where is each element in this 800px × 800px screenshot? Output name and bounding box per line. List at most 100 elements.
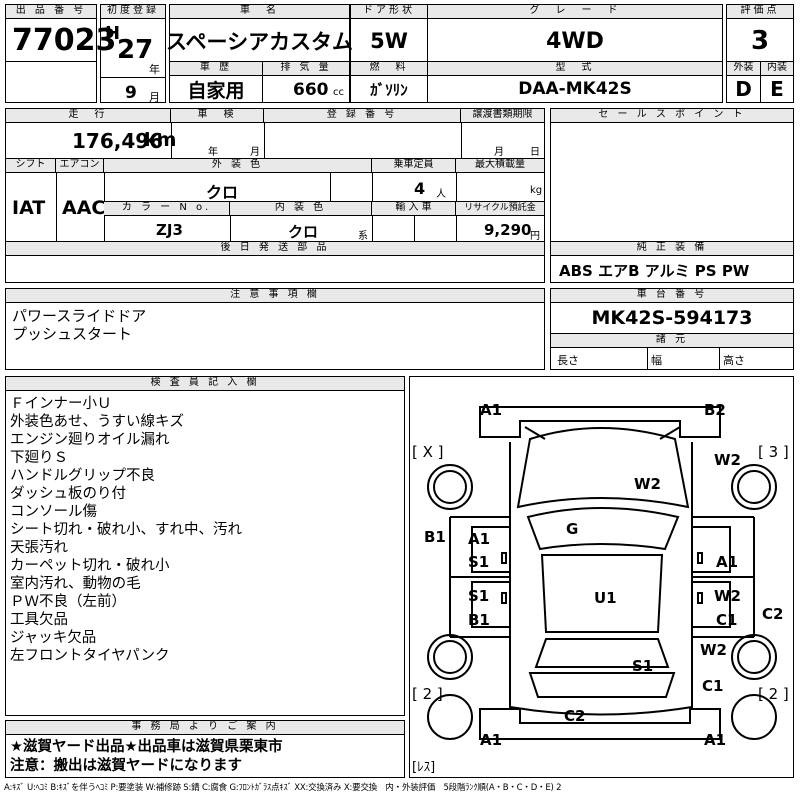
inspector-label: 検 査 員 記 入 欄 xyxy=(6,377,404,391)
office-line: ★滋賀ヤード出品★出品車は滋賀県栗東市 xyxy=(10,739,283,755)
exterior-grade-label: 外装 xyxy=(727,62,760,76)
exterior-grade: D xyxy=(735,77,752,101)
mark-b1-left: B1 xyxy=(424,528,446,546)
history-label: 車 歴 xyxy=(170,62,262,76)
exterior-color-label: 外 装 色 xyxy=(104,159,372,173)
fuel: ｶﾞｿﾘﾝ xyxy=(370,80,408,99)
inspection-label: 車 検 xyxy=(171,109,264,123)
interior-grade-box: 内装 E xyxy=(760,61,794,103)
inspector-line: 天張汚れ xyxy=(10,540,68,556)
score-box: 評価点 3 xyxy=(726,4,794,62)
mileage: 176,496 xyxy=(72,129,164,153)
import-label: 輸 入 車 xyxy=(372,202,456,216)
mark-w2-right-fender: W2 xyxy=(714,451,741,469)
tailgate xyxy=(528,672,676,698)
capacity-unit: 人 xyxy=(436,189,446,200)
mark-a1-right-door: A1 xyxy=(716,553,738,571)
mark-x-top-left: [ X ] xyxy=(412,443,444,461)
capacity: 4 xyxy=(414,179,426,198)
first-registration-box: 初度登録 H 27 年 9 月 xyxy=(100,4,166,104)
body-outline xyxy=(509,442,693,716)
vehicle-info-box: 走 行 車 検 登 録 番 号 譲渡書類期限 176,496 km 年 月 月 … xyxy=(5,108,545,283)
office-notice-label: 事 務 局 よ り ご 案 内 xyxy=(6,721,404,735)
mark-spare-less: [ﾚｽ] xyxy=(412,760,435,775)
note-line: パワースライドドア xyxy=(12,307,147,325)
mark-2-bottom-left: [ 2 ] xyxy=(412,685,443,703)
later-parts-label: 後 日 発 送 部 品 xyxy=(6,242,544,256)
mark-w2-right-rear-door: W2 xyxy=(714,587,741,605)
first-registration-label: 初度登録 xyxy=(101,5,165,19)
mark-c2-right: C2 xyxy=(762,605,783,623)
height-label: 高さ xyxy=(723,354,745,367)
front-bumper xyxy=(479,406,721,438)
rear-bumper xyxy=(479,708,721,740)
model-box: 型 式 DAA-MK42S xyxy=(427,61,723,103)
mark-b2-front-right: B2 xyxy=(704,401,726,419)
color-number-label: カ ラ ー N o. xyxy=(104,202,230,216)
ac: AAC xyxy=(62,197,106,219)
wheel-fl xyxy=(427,464,473,510)
hood xyxy=(516,427,690,509)
door-type: 5W xyxy=(370,29,408,53)
exterior-grade-box: 外装 D xyxy=(726,61,761,103)
car-name-label: 車 名 xyxy=(170,5,349,19)
chassis-box: 車 台 番 号 MK42S-594173 諸 元 長さ 幅 高さ xyxy=(550,288,794,370)
inspector-line: ダッシュ板のり付 xyxy=(10,486,126,502)
year-unit: 年 xyxy=(149,63,160,76)
history: 自家用 xyxy=(187,79,245,102)
transfer-month-unit: 月 xyxy=(494,147,504,158)
inspector-line: エンジン廻りオイル漏れ xyxy=(10,432,170,448)
registration-number-label: 登 録 番 号 xyxy=(264,109,461,123)
chassis-label: 車 台 番 号 xyxy=(551,289,793,303)
mark-s1-left-rear-door: S1 xyxy=(468,587,489,605)
interior-color-unit: 系 xyxy=(358,231,368,242)
mark-a1-bottom-right: A1 xyxy=(704,731,726,749)
mark-w2-hood: W2 xyxy=(634,475,661,493)
lot-number: 77023 xyxy=(12,23,117,58)
mark-c2-rear-bumper: C2 xyxy=(564,707,585,725)
fuel-label: 燃 料 xyxy=(351,62,427,76)
length-label: 長さ xyxy=(557,354,579,367)
lot-number-label: 出 品 番 号 xyxy=(6,5,96,19)
mileage-label: 走 行 xyxy=(6,109,171,123)
office-line: 注意：搬出は滋賀ヤードになります xyxy=(10,758,242,774)
mileage-unit: km xyxy=(144,129,177,151)
month-unit: 月 xyxy=(149,91,160,104)
sales-points-label: セ ー ル ス ポ イ ン ト xyxy=(551,109,793,123)
equipment: ABS エアB アルミ PS PW xyxy=(559,262,750,280)
car-name: スペーシアカスタム xyxy=(165,30,354,54)
inspector-line: コンソール傷 xyxy=(10,504,97,520)
inspector-line: 工具欠品 xyxy=(10,612,68,628)
lot-number-box: 出 品 番 号 77023 xyxy=(5,4,116,62)
ac-label: エアコン xyxy=(56,159,104,173)
office-notice-text: ★滋賀ヤード出品★出品車は滋賀県栗東市 注意：搬出は滋賀ヤードになります xyxy=(10,738,283,776)
roof xyxy=(540,554,664,633)
reg-month: 9 xyxy=(125,83,137,103)
interior-color-label: 内 装 色 xyxy=(230,202,372,216)
model-label: 型 式 xyxy=(428,62,722,76)
car-diagram: A1 B2 [ X ] [ 3 ] W2 W2 B1 A1 S1 G A1 S1… xyxy=(412,401,789,775)
car-name-box: 車 名 スペーシアカスタム xyxy=(165,4,354,62)
inspector-line: カーペット切れ・破れ小 xyxy=(10,558,170,574)
inspector-box: 検 査 員 記 入 欄 Ｆインナー小Ｕ 外装色あせ、うすい線キズ エンジン廻りオ… xyxy=(5,376,405,716)
inspector-line: ＰＷ不良（左前） xyxy=(10,594,126,610)
mark-s1-left-door: S1 xyxy=(468,553,489,571)
mark-b1-left-rear-door: B1 xyxy=(468,611,490,629)
door-box: ドア形状 5W xyxy=(350,4,428,62)
score-label: 評価点 xyxy=(727,5,793,19)
inspector-line: 下廻りＳ xyxy=(10,450,68,466)
mark-2-bottom-right: [ 2 ] xyxy=(758,685,789,703)
era: H xyxy=(105,23,121,44)
notes-label: 注 意 事 項 欄 xyxy=(6,289,544,303)
displacement: 660 xyxy=(293,80,329,100)
max-load-label: 最大積載量 xyxy=(456,159,544,173)
legend-text: A:ｷｽﾞ U:ﾍｺﾐ B:ｷｽﾞを伴うﾍｺﾐ P:要塗装 W:補修跡 S:錆 … xyxy=(4,783,562,793)
fuel-box: 燃 料 ｶﾞｿﾘﾝ xyxy=(350,61,428,103)
rear-glass xyxy=(534,638,670,668)
windshield xyxy=(526,507,680,551)
width-label: 幅 xyxy=(651,354,662,367)
shift: IAT xyxy=(12,197,46,219)
inspector-line: 室内汚れ、動物の毛 xyxy=(10,576,141,592)
wheel-fr xyxy=(731,464,777,510)
reg-year: 27 xyxy=(117,35,154,65)
